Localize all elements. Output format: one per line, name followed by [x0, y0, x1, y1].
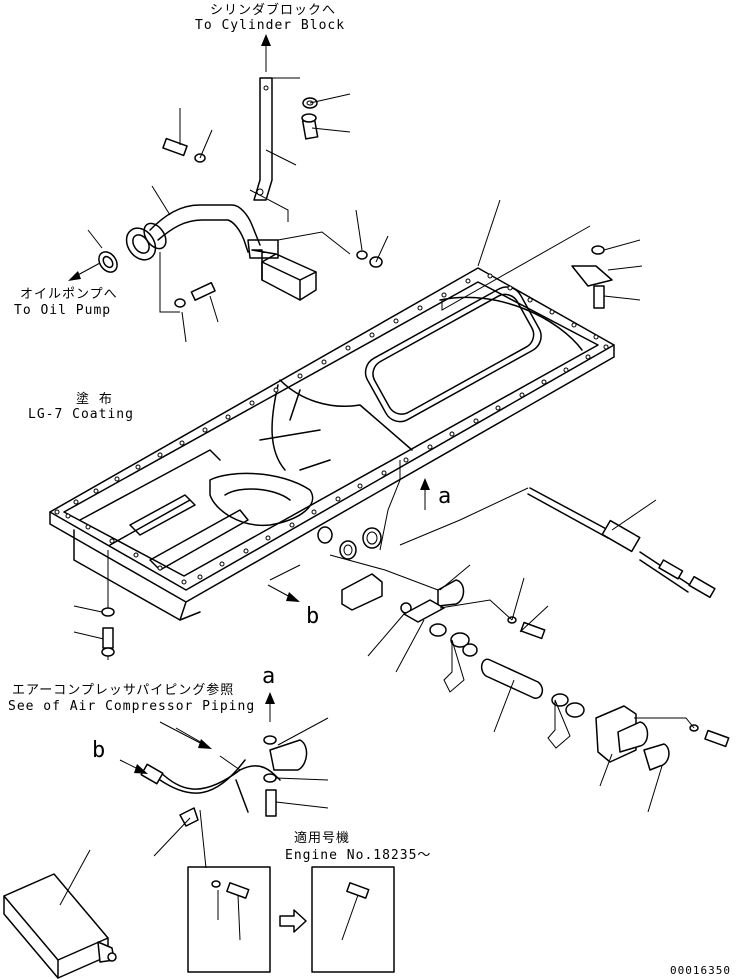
view-b-marker-upper: b — [306, 604, 320, 629]
cylinder-block-label-en: To Cylinder Block — [195, 18, 346, 33]
oil-pan — [49, 267, 615, 621]
flange-bolt-holes — [54, 273, 609, 585]
direction-arrows — [68, 34, 430, 774]
sensor-harness — [140, 735, 308, 827]
strainer-tube — [3, 873, 117, 979]
coating-label-jp: 塗 布 — [76, 392, 113, 407]
drawing-number: 00016350 — [670, 964, 731, 977]
cylinder-block-label-jp: シリンダブロックへ — [210, 3, 337, 18]
coating-label-en: LG-7 Coating — [28, 407, 134, 422]
engine-number-label: Engine No.18235～ — [285, 848, 432, 863]
suction-pipe-assembly — [98, 204, 317, 301]
variant-boxes — [187, 866, 395, 973]
view-a-marker-upper: a — [438, 484, 452, 509]
fasteners-lower — [101, 607, 115, 657]
air-compressor-label-en: See of Air Compressor Piping — [8, 699, 256, 714]
view-a-marker-lower: a — [262, 664, 276, 689]
pipe-bracket — [253, 77, 273, 201]
oil-pump-label-en: To Oil Pump — [14, 303, 112, 318]
level-gauge-assembly — [317, 487, 730, 771]
air-compressor-label-jp: エアーコンプレッサパイピング参照 — [12, 683, 235, 698]
view-b-marker-lower: b — [92, 738, 106, 763]
applicable-serial-label-jp: 適用号機 — [294, 831, 351, 846]
fasteners-upper — [162, 97, 613, 309]
leader-lines — [59, 77, 695, 941]
oil-pump-label-jp: オイルポンプへ — [20, 287, 118, 302]
